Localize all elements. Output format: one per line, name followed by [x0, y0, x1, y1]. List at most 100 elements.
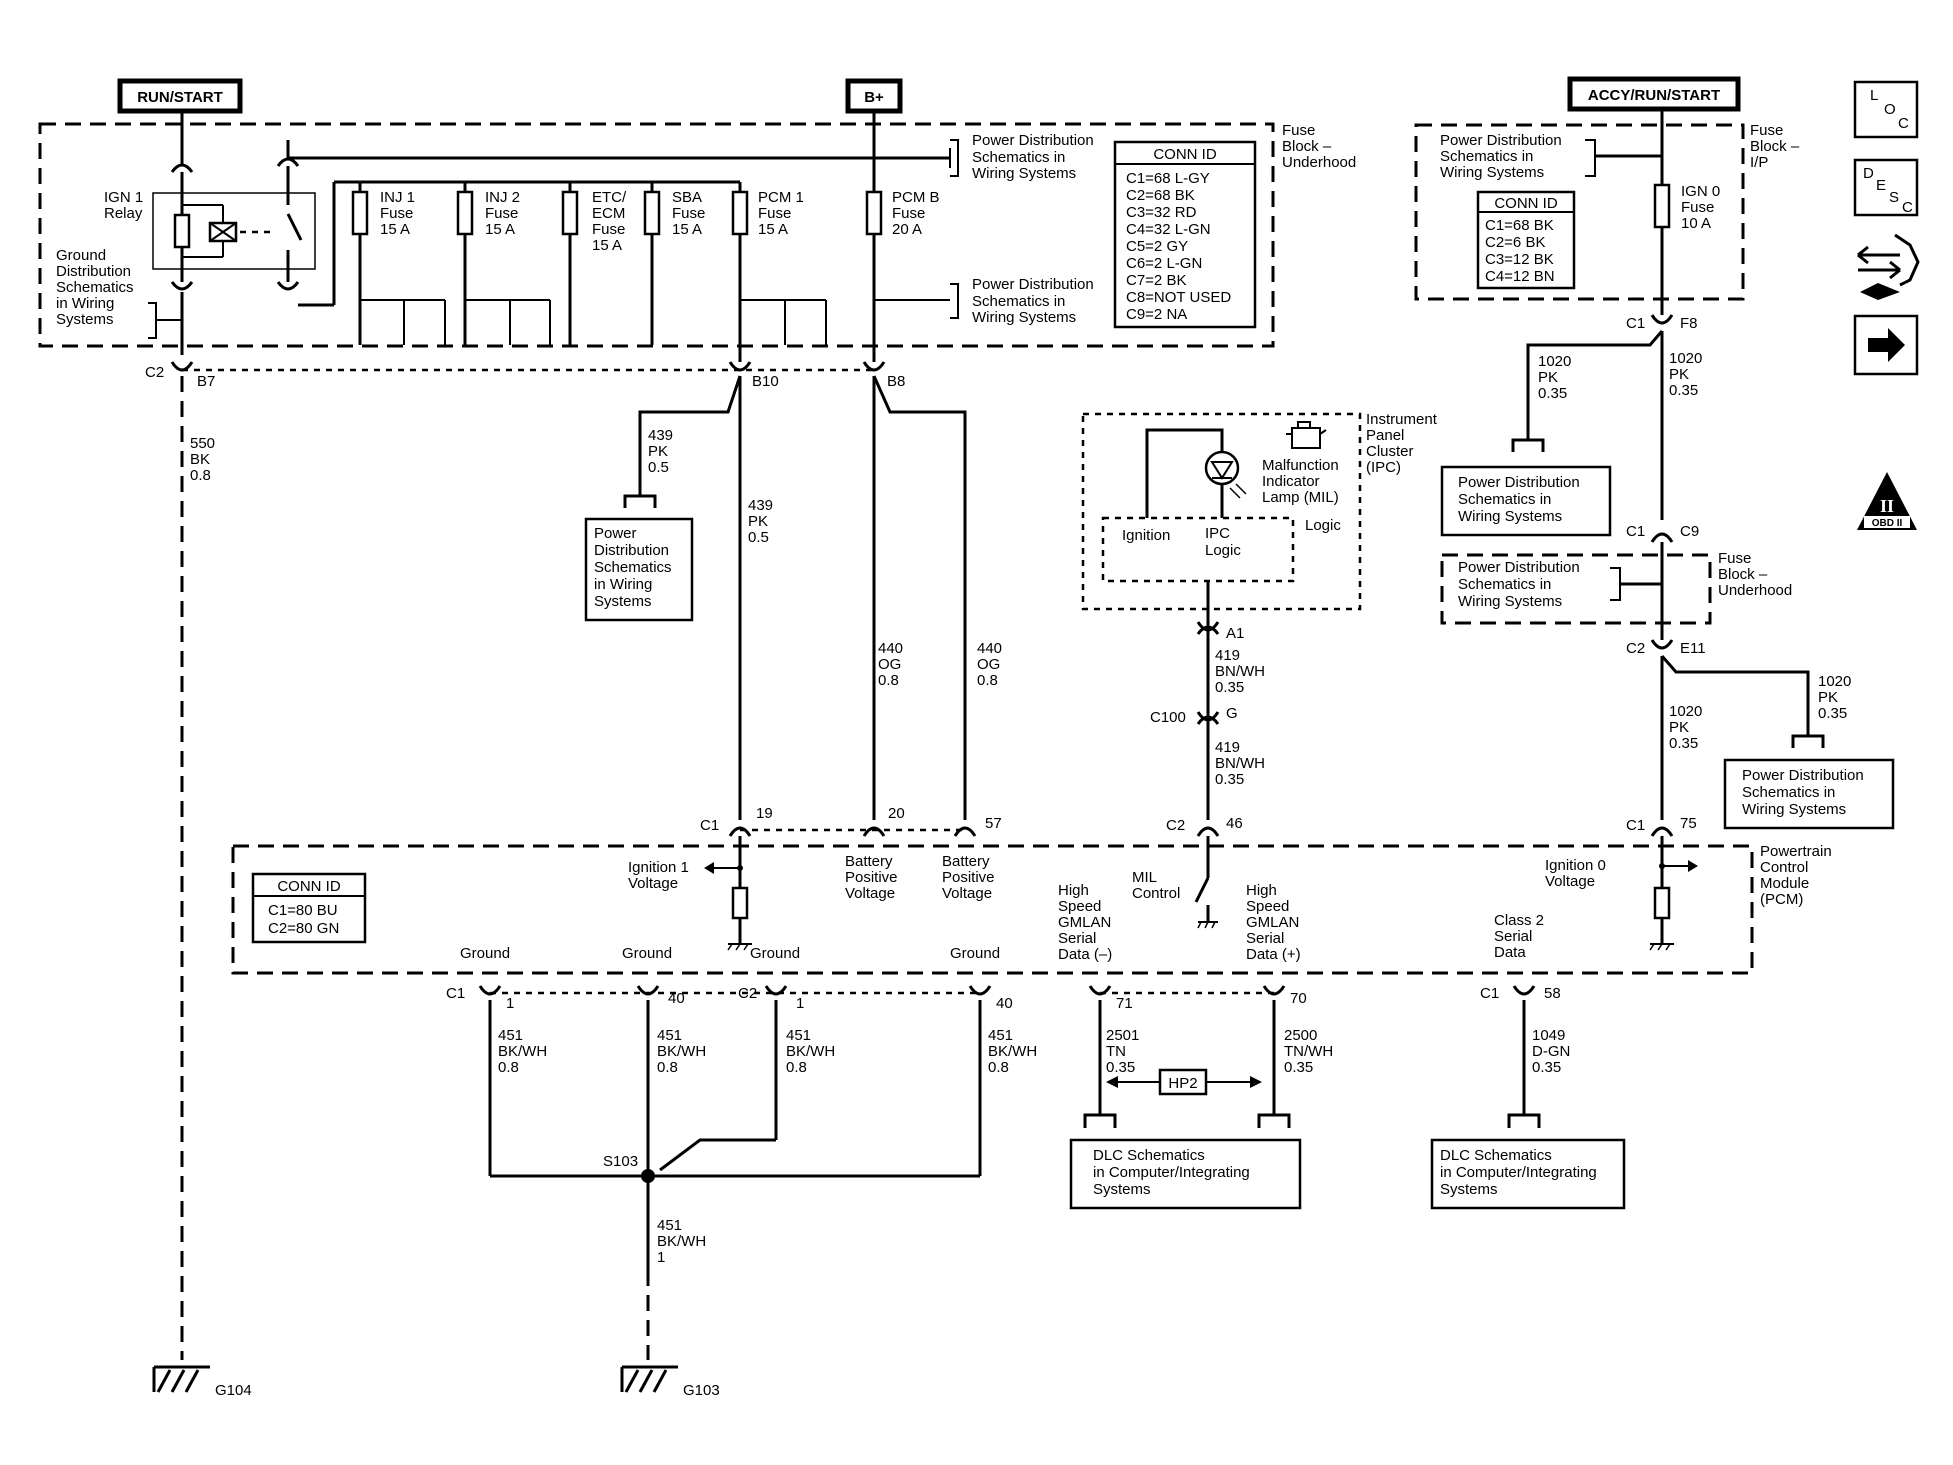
- svg-text:Class 2: Class 2: [1494, 912, 1544, 929]
- svg-text:PK: PK: [648, 443, 668, 460]
- pcm-outline: [231, 844, 1754, 975]
- svg-text:Fuse: Fuse: [758, 205, 791, 222]
- svg-text:MIL: MIL: [1132, 869, 1157, 886]
- svg-text:O: O: [1884, 101, 1896, 118]
- ign1-voltage-label: Ignition 1 Voltage: [628, 859, 689, 892]
- svg-text:0.35: 0.35: [1284, 1059, 1313, 1076]
- svg-text:ECM: ECM: [592, 205, 625, 222]
- svg-text:BN/WH: BN/WH: [1215, 755, 1265, 772]
- pin-20: 20: [888, 805, 905, 822]
- svg-text:0.35: 0.35: [1669, 735, 1698, 752]
- svg-text:Power Distribution: Power Distribution: [1458, 559, 1580, 576]
- pin-57: 57: [985, 815, 1002, 832]
- svg-text:Schematics in: Schematics in: [972, 293, 1065, 310]
- svg-text:Indicator: Indicator: [1262, 473, 1320, 490]
- connector-tool-icon[interactable]: [1857, 233, 1920, 300]
- pin-c9: C9: [1680, 523, 1699, 540]
- ign0-voltage-label: Ignition 0 Voltage: [1545, 857, 1606, 890]
- svg-text:0.35: 0.35: [1106, 1059, 1135, 1076]
- connector-c2-bottom: C2: [738, 985, 757, 1002]
- svg-text:Lamp (MIL): Lamp (MIL): [1262, 489, 1339, 506]
- svg-text:550: 550: [190, 435, 215, 452]
- svg-text:0.35: 0.35: [1538, 385, 1567, 402]
- desc-icon[interactable]: D E S C: [1853, 158, 1919, 217]
- pcm-label: Powertrain Control Module (PCM): [1760, 843, 1832, 908]
- ip-fuse-block-label: Fuse Block – I/P: [1750, 122, 1800, 171]
- battery-positive-1-label: Battery Positive Voltage: [845, 853, 898, 902]
- svg-text:1020: 1020: [1669, 350, 1702, 367]
- fuse-block-underhood2-label: Fuse Block – Underhood: [1718, 550, 1792, 599]
- svg-text:INJ 2: INJ 2: [485, 189, 520, 206]
- ground-g104: G104: [152, 1365, 252, 1399]
- ign1-relay-label: IGN 1 Relay: [104, 189, 143, 222]
- svg-text:S: S: [1889, 189, 1899, 206]
- svg-text:Battery: Battery: [942, 853, 990, 870]
- accy-run-start-source: ACCY/RUN/START: [1567, 76, 1741, 112]
- svg-text:CONN ID: CONN ID: [1494, 195, 1558, 212]
- svg-text:C: C: [1902, 199, 1913, 216]
- svg-text:0.35: 0.35: [1669, 382, 1698, 399]
- svg-text:HP2: HP2: [1168, 1075, 1197, 1092]
- connector-c1-bottom: C1: [446, 985, 465, 1002]
- svg-text:Block –: Block –: [1718, 566, 1768, 583]
- svg-text:0.35: 0.35: [1215, 771, 1244, 788]
- svg-text:440: 440: [878, 640, 903, 657]
- svg-text:2501: 2501: [1106, 1027, 1139, 1044]
- svg-text:Wiring Systems: Wiring Systems: [972, 165, 1076, 182]
- mil-control-label: MIL Control: [1132, 869, 1180, 902]
- svg-text:BK/WH: BK/WH: [498, 1043, 547, 1060]
- svg-text:Instrument: Instrument: [1366, 411, 1438, 428]
- wire-1020b-label: 1020 PK 0.35: [1669, 350, 1702, 399]
- svg-text:I/P: I/P: [1750, 154, 1768, 171]
- splice-s103-label: S103: [603, 1153, 638, 1170]
- svg-text:1020: 1020: [1538, 353, 1571, 370]
- svg-text:Fuse: Fuse: [1750, 122, 1783, 139]
- pin-40b: 40: [996, 995, 1013, 1012]
- next-arrow-icon[interactable]: [1853, 314, 1919, 376]
- wire-439b-label: 439 PK 0.5: [748, 497, 773, 546]
- loc-icon[interactable]: L O C: [1853, 80, 1919, 139]
- underhood-fuse-block-label: Fuse Block – Underhood: [1282, 122, 1356, 171]
- svg-text:Voltage: Voltage: [628, 875, 678, 892]
- svg-text:451: 451: [786, 1027, 811, 1044]
- svg-text:C2=80 GN: C2=80 GN: [268, 920, 339, 937]
- svg-text:PK: PK: [1669, 719, 1689, 736]
- svg-text:TN: TN: [1106, 1043, 1126, 1060]
- ip-power-dist-label: Power Distribution Schematics in Wiring …: [1440, 132, 1562, 181]
- b-plus-label: B+: [864, 89, 884, 106]
- svg-text:Systems: Systems: [1093, 1181, 1151, 1198]
- svg-text:OBD II: OBD II: [1872, 518, 1903, 529]
- svg-text:SBA: SBA: [672, 189, 702, 206]
- dlc-box-2: DLC Schematics in Computer/Integrating S…: [1430, 1138, 1626, 1210]
- svg-text:CONN ID: CONN ID: [1153, 146, 1217, 163]
- svg-text:Schematics in: Schematics in: [1458, 576, 1551, 593]
- svg-text:GMLAN: GMLAN: [1058, 914, 1111, 931]
- svg-text:Schematics in: Schematics in: [1458, 491, 1551, 508]
- pin-75: 75: [1680, 815, 1697, 832]
- svg-text:TN/WH: TN/WH: [1284, 1043, 1333, 1060]
- svg-text:C2=68 BK: C2=68 BK: [1126, 187, 1195, 204]
- hp2-twisted-pair: HP2: [1106, 1068, 1262, 1096]
- svg-text:Distribution: Distribution: [56, 263, 131, 280]
- svg-text:in Computer/Integrating: in Computer/Integrating: [1093, 1164, 1250, 1181]
- svg-text:BK/WH: BK/WH: [657, 1233, 706, 1250]
- svg-text:(IPC): (IPC): [1366, 459, 1401, 476]
- ground-g103: G103: [620, 1365, 720, 1399]
- ipc-logic-box: [1101, 516, 1295, 583]
- svg-text:in Wiring: in Wiring: [56, 295, 114, 312]
- pin-1a: 1: [506, 995, 514, 1012]
- svg-text:Fuse: Fuse: [380, 205, 413, 222]
- svg-text:Module: Module: [1760, 875, 1809, 892]
- pin-46: 46: [1226, 815, 1243, 832]
- ipc-logic-label: Logic: [1305, 517, 1341, 534]
- svg-text:C7=2 BK: C7=2 BK: [1126, 272, 1186, 289]
- pin-40a: 40: [668, 990, 685, 1007]
- pin-71: 71: [1116, 995, 1133, 1012]
- svg-text:2500: 2500: [1284, 1027, 1317, 1044]
- svg-text:Speed: Speed: [1058, 898, 1101, 915]
- ipc-ignition-label: Ignition: [1122, 527, 1170, 544]
- gmlan-neg-label: High Speed GMLAN Serial Data (–): [1058, 882, 1112, 963]
- svg-text:1020: 1020: [1669, 703, 1702, 720]
- svg-text:0.5: 0.5: [748, 529, 769, 546]
- svg-text:Systems: Systems: [56, 311, 114, 328]
